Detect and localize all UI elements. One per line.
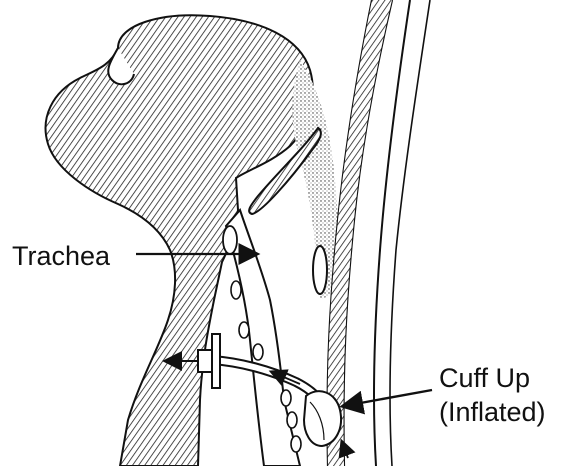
- tracheal-ring: [291, 436, 301, 452]
- tracheal-ring: [253, 344, 263, 360]
- inflated-cuff: [304, 391, 341, 446]
- tracheal-ring: [239, 322, 249, 338]
- cuff-label-line1: Cuff Up: [439, 362, 546, 396]
- cuff-pointer: [344, 390, 432, 406]
- tube-flange: [212, 334, 220, 388]
- trachea-label: Trachea: [12, 240, 110, 274]
- tracheal-ring: [281, 390, 291, 406]
- tracheal-ring: [231, 281, 241, 299]
- cuff-label: Cuff Up (Inflated): [439, 362, 546, 430]
- cuff-label-line2: (Inflated): [439, 396, 546, 430]
- vertebra-oval: [313, 246, 327, 294]
- trachea-airway: [226, 210, 300, 466]
- tracheal-ring: [223, 226, 237, 254]
- tube-connector: [198, 350, 212, 372]
- tracheal-ring: [287, 412, 297, 428]
